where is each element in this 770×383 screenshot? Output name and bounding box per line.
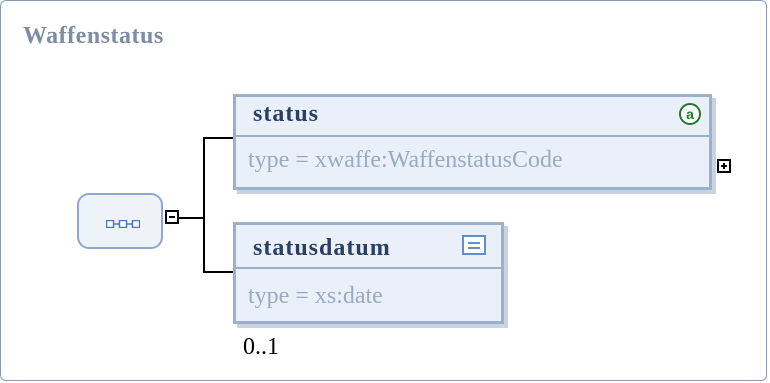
element-statusdatum[interactable]: statusdatum type = xs:date [233, 222, 504, 324]
connector-line [203, 137, 205, 273]
connector-line [203, 137, 233, 139]
element-type: type = xs:date [248, 283, 383, 309]
collapse-toggle[interactable] [165, 210, 179, 224]
diagram-title: Waffenstatus [23, 23, 164, 49]
element-type: type = xwaffe:WaffenstatusCode [248, 147, 563, 173]
element-name: statusdatum [253, 235, 391, 261]
occurrence-label: 0..1 [243, 334, 279, 360]
sequence-compositor[interactable] [77, 193, 163, 249]
sequence-compositor-icon [106, 220, 140, 228]
element-header [236, 97, 709, 137]
attribute-icon: a [679, 103, 701, 125]
element-header [236, 225, 501, 269]
element-name: status [253, 101, 320, 127]
svg-text:a: a [686, 106, 694, 122]
minus-icon [169, 216, 175, 218]
element-status[interactable]: status a type = xwaffe:WaffenstatusCode [233, 94, 712, 190]
connector-line [179, 217, 204, 219]
connector-line [203, 271, 233, 273]
documentation-icon [462, 235, 486, 255]
expand-toggle[interactable] [717, 159, 731, 173]
